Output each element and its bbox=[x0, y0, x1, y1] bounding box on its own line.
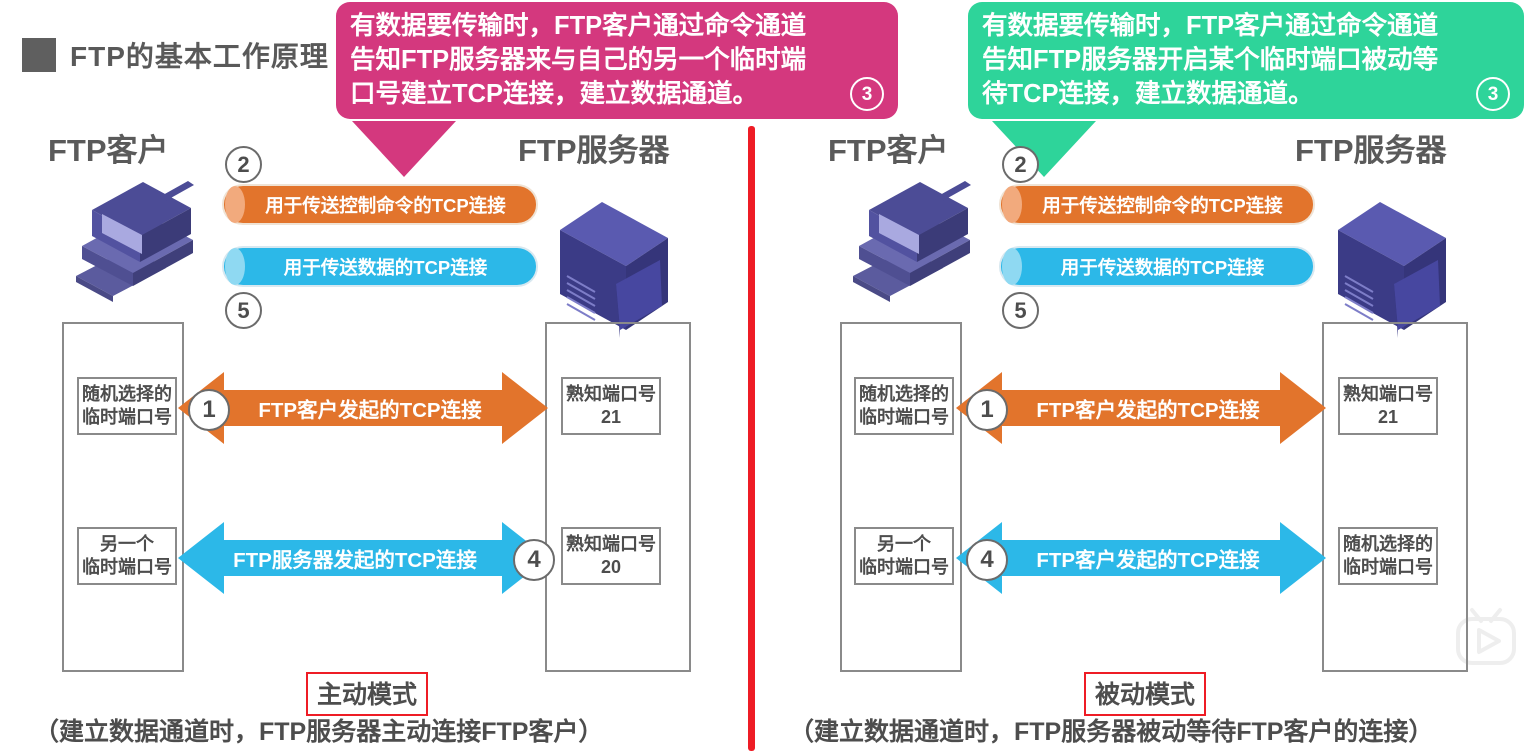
left-server-data-port-box: 熟知端口号 20 bbox=[561, 527, 661, 585]
left-server-control-port-line-2: 21 bbox=[600, 407, 622, 427]
left-data-connection-arrow bbox=[178, 518, 548, 598]
left-mode-name-box: 主动模式 bbox=[306, 672, 429, 716]
left-step-2-circle: 2 bbox=[225, 146, 262, 183]
right-client-data-port-box: 另一个 临时端口号 bbox=[854, 527, 954, 585]
left-step-1-circle: 1 bbox=[188, 389, 230, 431]
left-command-channel-pill-label: 用于传送控制命令的TCP连接 bbox=[265, 194, 506, 216]
left-server-data-port-line-2: 20 bbox=[600, 557, 622, 577]
callout-passive-step-number: 3 bbox=[1476, 77, 1510, 111]
left-control-connection-arrow bbox=[178, 368, 548, 448]
left-data-channel-pill-cap bbox=[225, 248, 245, 285]
left-mode-description: （建立数据通道时，FTP服务器主动连接FTP客户） bbox=[34, 718, 604, 746]
left-client-data-port-line-1: 另一个 bbox=[100, 534, 154, 554]
bilibili-tv-play-watermark-icon bbox=[1452, 606, 1520, 673]
callout-active-tail bbox=[352, 121, 456, 177]
callout-active-line-1: 有数据要传输时，FTP客户通过命令通道 bbox=[350, 12, 807, 40]
right-step-5-circle: 5 bbox=[1002, 292, 1039, 329]
right-data-connection-arrow bbox=[956, 518, 1326, 598]
right-client-label: FTP客户 bbox=[828, 133, 949, 168]
left-client-label: FTP客户 bbox=[48, 133, 169, 168]
right-server-label: FTP服务器 bbox=[1295, 133, 1447, 168]
right-client-desktop-computer-icon bbox=[835, 168, 985, 313]
right-server-control-port-line-1: 熟知端口号 bbox=[1343, 384, 1433, 404]
callout-passive-mode: 有数据要传输时，FTP客户通过命令通道 告知FTP服务器开启某个临时端口被动等 … bbox=[968, 2, 1524, 119]
title-bullet-square bbox=[22, 38, 56, 72]
left-client-data-port-box: 另一个 临时端口号 bbox=[77, 527, 177, 585]
left-server-control-port-box: 熟知端口号 21 bbox=[561, 377, 661, 435]
panel-divider bbox=[748, 126, 755, 751]
right-control-connection-arrow bbox=[956, 368, 1326, 448]
right-client-control-port-box: 随机选择的 临时端口号 bbox=[854, 377, 954, 435]
right-client-control-port-line-1: 随机选择的 bbox=[859, 384, 949, 404]
left-command-channel-pill: 用于传送控制命令的TCP连接 bbox=[222, 184, 538, 225]
callout-active-line-3: 口号建立TCP连接，建立数据通道。 bbox=[350, 80, 759, 108]
callout-active-mode: 有数据要传输时，FTP客户通过命令通道 告知FTP服务器来与自己的另一个临时端 … bbox=[336, 2, 898, 119]
right-mode-name-box: 被动模式 bbox=[1084, 672, 1207, 716]
right-step-2-circle: 2 bbox=[1002, 146, 1039, 183]
callout-passive-line-1: 有数据要传输时，FTP客户通过命令通道 bbox=[982, 12, 1439, 40]
callout-active-line-2: 告知FTP服务器来与自己的另一个临时端 bbox=[350, 46, 807, 74]
callout-passive-line-3-row: 待TCP连接，建立数据通道。 3 bbox=[982, 77, 1510, 111]
right-server-data-port-line-2: 临时端口号 bbox=[1343, 557, 1433, 577]
right-server-control-port-line-2: 21 bbox=[1377, 407, 1399, 427]
left-mode-name: 主动模式 bbox=[306, 672, 429, 716]
left-client-data-port-line-2: 临时端口号 bbox=[82, 557, 172, 577]
right-server-data-port-line-1: 随机选择的 bbox=[1343, 534, 1433, 554]
right-client-control-port-line-2: 临时端口号 bbox=[859, 407, 949, 427]
right-client-lifeline bbox=[840, 322, 962, 672]
right-server-tower-icon bbox=[1318, 180, 1458, 345]
left-step-5-circle: 5 bbox=[225, 292, 262, 329]
right-step-4-circle: 4 bbox=[966, 539, 1008, 581]
right-server-control-port-box: 熟知端口号 21 bbox=[1338, 377, 1438, 435]
callout-active-step-number: 3 bbox=[850, 77, 884, 111]
right-data-channel-pill: 用于传送数据的TCP连接 bbox=[999, 246, 1315, 287]
left-data-channel-pill-label: 用于传送数据的TCP连接 bbox=[283, 256, 488, 278]
callout-passive-line-2: 告知FTP服务器开启某个临时端口被动等 bbox=[982, 46, 1439, 74]
left-server-tower-icon bbox=[540, 180, 680, 345]
left-client-control-port-box: 随机选择的 临时端口号 bbox=[77, 377, 177, 435]
left-server-control-port-line-1: 熟知端口号 bbox=[566, 384, 656, 404]
right-mode-name: 被动模式 bbox=[1084, 672, 1207, 716]
right-step-1-circle: 1 bbox=[966, 389, 1008, 431]
page-title: FTP的基本工作原理 bbox=[70, 41, 329, 72]
callout-passive-line-3: 待TCP连接，建立数据通道。 bbox=[982, 80, 1314, 108]
right-mode-description: （建立数据通道时，FTP服务器被动等待FTP客户的连接） bbox=[789, 718, 1434, 746]
left-client-lifeline bbox=[62, 322, 184, 672]
right-data-channel-pill-cap bbox=[1002, 248, 1022, 285]
right-client-data-port-line-2: 临时端口号 bbox=[859, 557, 949, 577]
left-server-lifeline bbox=[545, 322, 691, 672]
left-client-control-port-line-1: 随机选择的 bbox=[82, 384, 172, 404]
left-client-desktop-computer-icon bbox=[58, 168, 208, 313]
callout-active-line-3-row: 口号建立TCP连接，建立数据通道。 3 bbox=[350, 77, 884, 111]
right-client-data-port-line-1: 另一个 bbox=[877, 534, 931, 554]
left-data-channel-pill: 用于传送数据的TCP连接 bbox=[222, 246, 538, 287]
right-server-data-port-box: 随机选择的 临时端口号 bbox=[1338, 527, 1438, 585]
right-command-channel-pill-label: 用于传送控制命令的TCP连接 bbox=[1042, 194, 1283, 216]
right-command-channel-pill-cap bbox=[1002, 186, 1022, 223]
left-step-4-circle: 4 bbox=[513, 539, 555, 581]
right-data-channel-pill-label: 用于传送数据的TCP连接 bbox=[1060, 256, 1265, 278]
left-client-control-port-line-2: 临时端口号 bbox=[82, 407, 172, 427]
left-command-channel-pill-cap bbox=[225, 186, 245, 223]
right-server-lifeline bbox=[1322, 322, 1468, 672]
left-server-label: FTP服务器 bbox=[518, 133, 670, 168]
right-command-channel-pill: 用于传送控制命令的TCP连接 bbox=[999, 184, 1315, 225]
left-server-data-port-line-1: 熟知端口号 bbox=[566, 534, 656, 554]
